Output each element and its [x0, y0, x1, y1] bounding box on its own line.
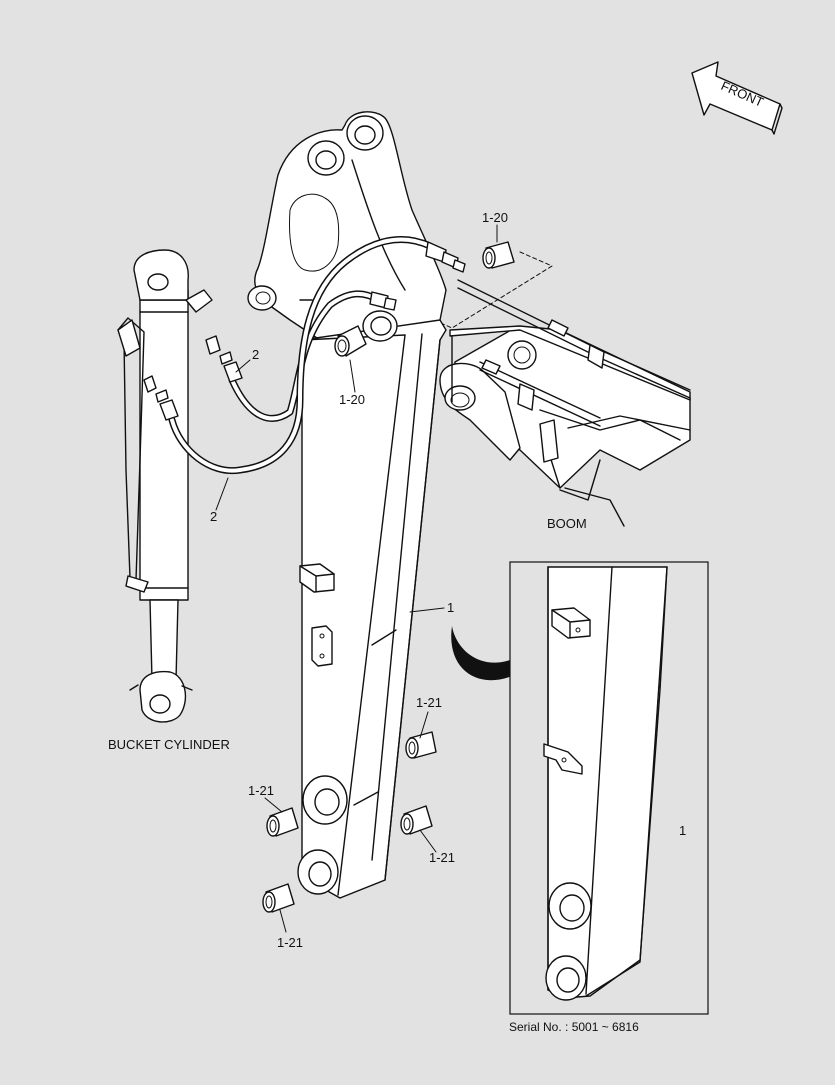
detail-pointer-arrow: [451, 626, 512, 681]
bushing-1-21-bottom: [262, 883, 295, 913]
bushing-1-21-left: [266, 807, 299, 837]
part-label-1-21-upper-right: 1-21: [416, 695, 442, 710]
part-label-1-20-bottom: 1-20: [339, 392, 365, 407]
serial-number-label: Serial No. : 5001 ~ 6816: [509, 1020, 639, 1034]
bushing-1-20-a: [482, 241, 515, 269]
part-label-1-21-lower-right: 1-21: [429, 850, 455, 865]
part-label-2-bottom: 2: [210, 509, 217, 524]
part-label-1-20-top: 1-20: [482, 210, 508, 225]
boom-label: BOOM: [547, 516, 587, 531]
leader-lines: [215, 224, 679, 933]
boom-assembly: [419, 251, 691, 527]
bushing-1-21-lower-right: [400, 805, 433, 835]
front-direction-arrow: FRONT: [691, 61, 783, 135]
part-label-1-21-bottom: 1-21: [277, 935, 303, 950]
hose-assembly: [143, 236, 466, 475]
detail-inset: [509, 561, 709, 1015]
bucket-cylinder-label: BUCKET CYLINDER: [108, 737, 230, 752]
part-label-1-21-left: 1-21: [248, 783, 274, 798]
part-label-1-detail: 1: [679, 823, 686, 838]
arm-body: [247, 111, 447, 899]
part-label-2-top: 2: [252, 347, 259, 362]
bushing-1-20-b: [334, 325, 367, 357]
bushing-1-21-upper-right: [405, 731, 437, 759]
bucket-cylinder: [117, 249, 213, 723]
part-label-1-main: 1: [447, 600, 454, 615]
